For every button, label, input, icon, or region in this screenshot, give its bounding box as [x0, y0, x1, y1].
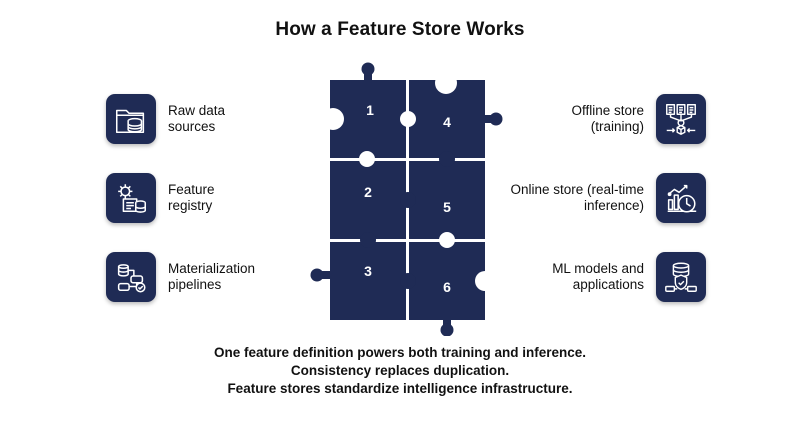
ml-models-item: ML models and applications	[552, 252, 706, 302]
materialization-pipelines-label: Materialization pipelines	[168, 261, 256, 292]
diagram-title: How a Feature Store Works	[275, 19, 525, 40]
puzzle-piece-5	[409, 161, 485, 239]
chart-clock-icon	[656, 173, 706, 223]
puzzle-graphic	[310, 62, 503, 337]
puzzle-number-2: 2	[364, 184, 372, 200]
raw-data-sources-label: Raw data sources	[168, 103, 226, 134]
feature-registry-label: Feature registry	[168, 182, 215, 213]
puzzle-piece-6	[409, 242, 485, 320]
database-shield-icon	[656, 252, 706, 302]
gear-document-database-icon	[106, 173, 156, 223]
puzzle-number-4: 4	[443, 114, 451, 130]
puzzle-grid: 1 2 3 4 5 6	[305, 60, 505, 337]
online-store-label: Online store (real-time inference)	[510, 182, 644, 213]
puzzle-number-5: 5	[443, 199, 451, 215]
documents-gear-box-icon	[656, 94, 706, 144]
materialization-pipelines-item: Materialization pipelines	[106, 252, 255, 302]
tagline-line-1: One feature definition powers both train…	[213, 345, 587, 360]
tagline-line-3: Feature stores standardize intelligence …	[227, 381, 573, 396]
feature-registry-item: Feature registry	[106, 173, 215, 223]
puzzle-number-6: 6	[443, 279, 451, 295]
puzzle-piece-3	[330, 242, 406, 320]
tagline-line-2: Consistency replaces duplication.	[290, 363, 510, 378]
folder-database-icon	[106, 94, 156, 144]
pipeline-workflow-icon	[106, 252, 156, 302]
ml-models-label: ML models and applications	[552, 261, 644, 292]
puzzle-piece-2	[330, 161, 406, 239]
puzzle-number-3: 3	[364, 263, 372, 279]
raw-data-sources-item: Raw data sources	[106, 94, 225, 144]
offline-store-label: Offline store (training)	[571, 103, 644, 134]
puzzle-number-1: 1	[366, 102, 374, 118]
offline-store-item: Offline store (training)	[571, 94, 706, 144]
online-store-item: Online store (real-time inference)	[510, 173, 706, 223]
